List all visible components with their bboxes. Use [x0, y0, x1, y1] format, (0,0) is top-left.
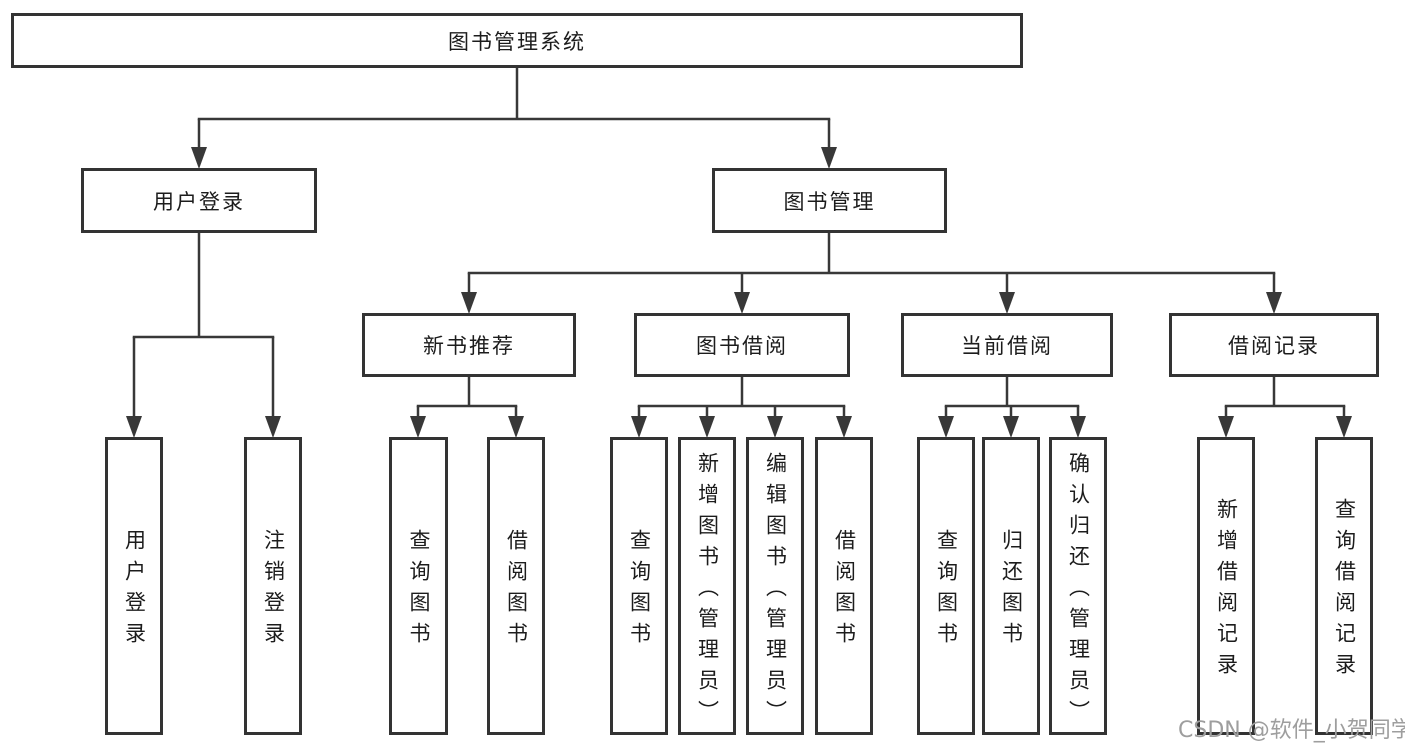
leaf-borrow-books-recommend-label: 借阅图书	[504, 529, 529, 653]
node-new-book-recommend: 新书推荐	[362, 313, 576, 377]
node-book-borrowing: 图书借阅	[634, 313, 850, 377]
leaf-logout: 注销登录	[244, 437, 302, 735]
node-current-borrowing: 当前借阅	[901, 313, 1113, 377]
leaf-return-book-label: 归还图书	[999, 529, 1024, 653]
leaf-add-book-admin-label: 新增图书（管理员）	[695, 451, 720, 731]
node-current-borrowing-label: 当前借阅	[961, 334, 1053, 358]
leaf-logout-label: 注销登录	[261, 529, 286, 653]
leaf-add-book-admin: 新增图书（管理员）	[678, 437, 736, 735]
leaf-borrow-books-borrowing-label: 借阅图书	[832, 529, 857, 653]
leaf-query-books-recommend-label: 查询图书	[407, 529, 431, 653]
leaf-add-borrow-record-label: 新增借阅记录	[1214, 498, 1239, 684]
leaf-query-books-borrowing-label: 查询图书	[627, 529, 652, 653]
node-root: 图书管理系统	[11, 13, 1023, 68]
leaf-edit-book-admin: 编辑图书（管理员）	[746, 437, 804, 735]
leaf-query-books-current-label: 查询图书	[934, 529, 959, 653]
node-borrowing-records: 借阅记录	[1169, 313, 1379, 377]
node-book-management-label: 图书管理	[783, 189, 876, 214]
leaf-query-books-current: 查询图书	[917, 437, 975, 735]
leaf-confirm-return-admin: 确认归还（管理员）	[1049, 437, 1107, 735]
leaf-user-login-label: 用户登录	[122, 529, 147, 653]
node-user-login-label: 用户登录	[153, 189, 245, 214]
leaf-confirm-return-admin-label: 确认归还（管理员）	[1066, 451, 1091, 731]
node-book-management: 图书管理	[712, 168, 947, 233]
leaf-borrow-books-borrowing: 借阅图书	[815, 437, 873, 735]
leaf-query-borrow-record: 查询借阅记录	[1315, 437, 1373, 735]
leaf-query-books-borrowing: 查询图书	[610, 437, 668, 735]
leaf-user-login: 用户登录	[105, 437, 163, 735]
leaf-edit-book-admin-label: 编辑图书（管理员）	[763, 451, 788, 731]
leaf-add-borrow-record: 新增借阅记录	[1197, 437, 1255, 735]
watermark: CSDN @软件_小贺同学	[1178, 718, 1405, 743]
node-borrowing-records-label: 借阅记录	[1228, 334, 1320, 358]
node-book-borrowing-label: 图书借阅	[696, 334, 788, 358]
node-new-book-recommend-label: 新书推荐	[423, 334, 515, 358]
node-root-label: 图书管理系统	[448, 29, 586, 54]
leaf-borrow-books-recommend: 借阅图书	[487, 437, 545, 735]
leaf-query-borrow-record-label: 查询借阅记录	[1332, 498, 1357, 684]
node-user-login: 用户登录	[81, 168, 317, 233]
leaf-return-book: 归还图书	[982, 437, 1040, 735]
leaf-query-books-recommend: 查询图书	[389, 437, 448, 735]
